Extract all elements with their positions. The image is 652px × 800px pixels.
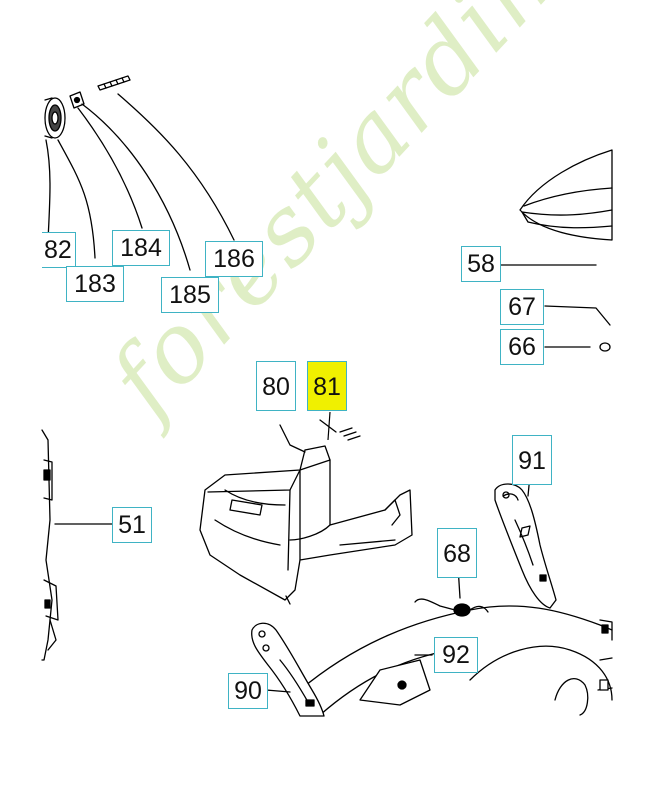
square-nut-part [69, 91, 85, 109]
bolt-part [97, 75, 131, 91]
callout-182[interactable]: 82 [42, 232, 76, 268]
callout-90[interactable]: 90 [228, 673, 268, 709]
left-lever-part [251, 622, 325, 717]
callout-92[interactable]: 92 [434, 637, 478, 673]
callout-51[interactable]: 51 [112, 507, 152, 543]
callout-67[interactable]: 67 [500, 289, 544, 325]
callout-186[interactable]: 186 [205, 241, 263, 277]
center-bracket-part [199, 445, 413, 605]
callout-68[interactable]: 68 [437, 528, 477, 578]
side-frame-part [41, 429, 59, 661]
right-lever-part [494, 483, 557, 609]
callout-80[interactable]: 80 [256, 361, 296, 411]
callout-183[interactable]: 183 [66, 266, 124, 302]
callout-58[interactable]: 58 [461, 246, 501, 282]
callout-81[interactable]: 81 [307, 361, 347, 411]
callout-184[interactable]: 184 [112, 230, 170, 266]
spring-part [414, 598, 489, 617]
callout-66[interactable]: 66 [500, 329, 544, 365]
callout-185[interactable]: 185 [161, 277, 219, 313]
pulley-part [44, 97, 66, 139]
upper-housing-part [519, 149, 613, 241]
callout-91[interactable]: 91 [512, 435, 552, 485]
